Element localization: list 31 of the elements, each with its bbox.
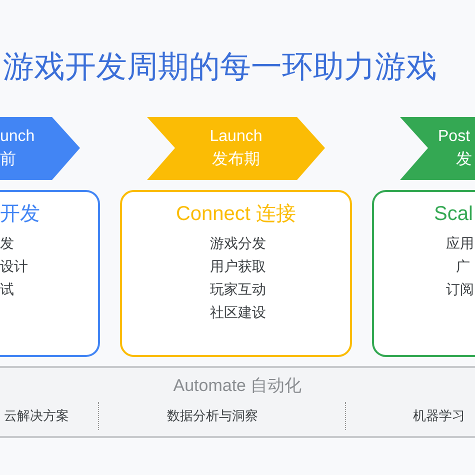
stage-chevron <box>147 117 325 180</box>
feature-item: 游戏分发 <box>210 235 266 252</box>
feature-item: 设计 <box>0 258 28 275</box>
feature-item: 用户获取 <box>210 258 266 275</box>
stage-card <box>372 190 475 357</box>
feature-item: 社区建设 <box>210 304 266 321</box>
feature-item: 玩家互动 <box>210 281 266 298</box>
stage-subtitle: 发布期 <box>212 150 260 170</box>
feature-item: 应用 <box>446 235 474 252</box>
stage-name: Post <box>438 127 470 146</box>
feature-item: 广 <box>456 258 470 275</box>
stage-chevron <box>400 117 475 180</box>
feature-item: 机器学习 <box>413 408 465 424</box>
automation-band <box>0 366 475 438</box>
feature-item: 发 <box>0 235 14 252</box>
diagram-title: 游戏开发周期的每一环助力游戏 <box>3 48 437 86</box>
stage-name: unch <box>0 127 35 146</box>
feature-item: 订阅 <box>446 281 474 298</box>
feature-item: 数据分析与洞察 <box>167 408 258 424</box>
feature-item: 云解决方案 <box>4 408 69 424</box>
feature-item: 试 <box>0 281 14 298</box>
stage-card <box>0 190 100 357</box>
stage-card <box>120 190 352 357</box>
section-heading: 开发 <box>0 202 40 226</box>
stage-subtitle: 前 <box>0 150 16 170</box>
section-heading: Scal <box>434 202 473 226</box>
stage-name: Launch <box>210 127 262 146</box>
stage-subtitle: 发 <box>456 150 472 170</box>
section-heading: Automate 自动化 <box>173 376 302 396</box>
section-heading: Connect 连接 <box>176 202 296 226</box>
stage-chevron <box>0 117 80 180</box>
